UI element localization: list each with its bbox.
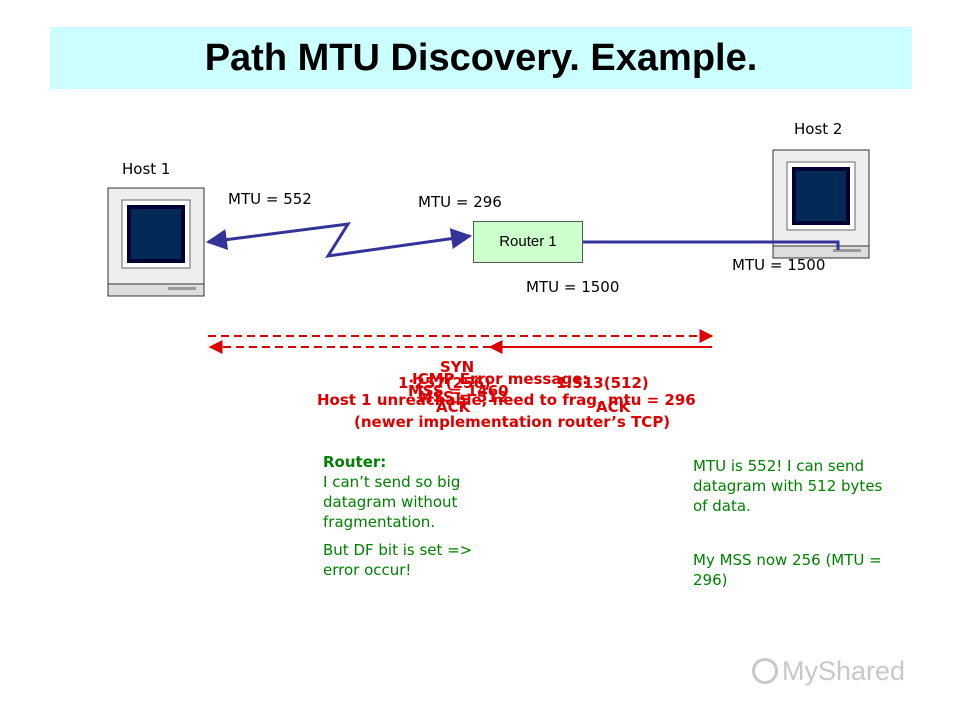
- mtu-host1-link-label: MTU = 552: [228, 190, 312, 208]
- router-1: Router 1: [473, 221, 583, 263]
- host-note: MTU is 552! I can send datagram with 512…: [693, 456, 883, 590]
- packet-seq2-label: 1:513(512): [556, 374, 649, 392]
- packet-mss1-label: MSS = 1460: [408, 382, 509, 400]
- watermark-text: MyShared: [782, 656, 906, 686]
- router-host2-link: [583, 240, 840, 250]
- packet-syn-label: SYN: [440, 358, 475, 376]
- host2-label: Host 2: [794, 120, 843, 138]
- host1-router-link: [205, 222, 473, 258]
- mtu-router-out-label: MTU = 1500: [526, 278, 620, 296]
- icmp-line2-label: (newer implementation router’s TCP): [354, 413, 671, 431]
- host-note-line2: My MSS now 256 (MTU = 296): [693, 551, 882, 589]
- packet-mss2-label: MSS = 512: [418, 388, 509, 406]
- icmp-line1-label: Host 1 unreachable, need to frag, mtu = …: [317, 391, 696, 409]
- host1-label: Host 1: [122, 160, 171, 178]
- watermark-logo-icon: [752, 658, 778, 684]
- packet-ack1-label: ACK: [436, 398, 471, 416]
- page-title: Path MTU Discovery. Example.: [204, 37, 758, 79]
- router-note-heading: Router:: [323, 453, 387, 471]
- router-note-line1: I can’t send so big datagram without fra…: [323, 473, 461, 531]
- mtu-host2-link-label: MTU = 1500: [732, 256, 826, 274]
- router-note-line2: But DF bit is set => error occur!: [323, 541, 473, 579]
- packet-seq1-label: 1:257(256): [398, 374, 491, 392]
- watermark: MyShared: [752, 656, 905, 687]
- router-note: Router: I can’t send so big datagram wit…: [323, 452, 513, 580]
- packet-ack2-label: ACK: [596, 398, 631, 416]
- mtu-router-in-label: MTU = 296: [418, 193, 502, 211]
- host1-computer-icon: [107, 187, 205, 297]
- title-bar: Path MTU Discovery. Example.: [50, 27, 912, 89]
- host-note-line1: MTU is 552! I can send datagram with 512…: [693, 457, 883, 515]
- icmp-title-label: ICMP Error message:: [412, 370, 589, 388]
